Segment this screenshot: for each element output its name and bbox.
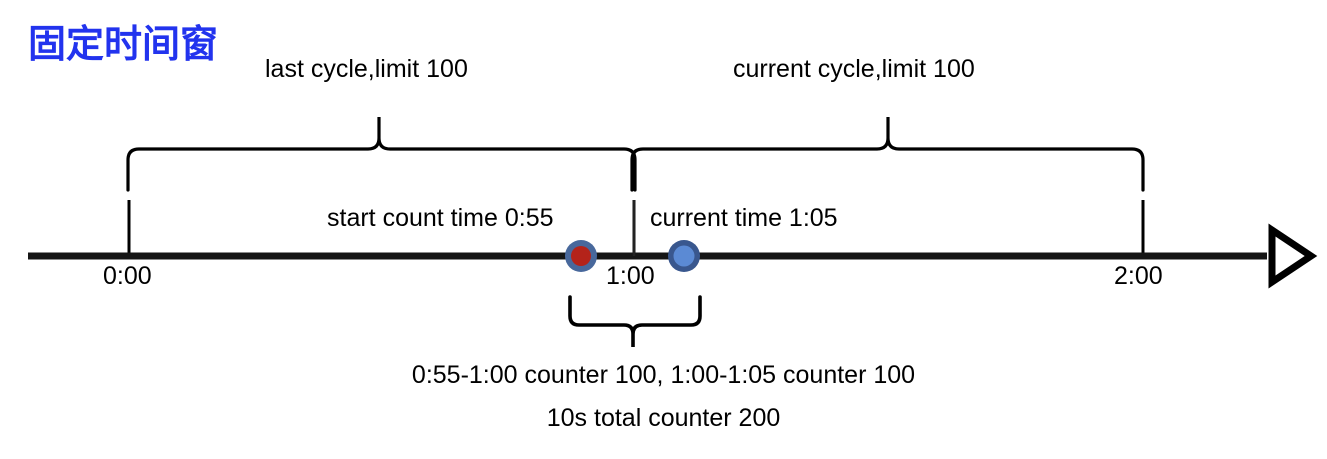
window-bracket xyxy=(568,295,702,347)
current-time-label: current time 1:05 xyxy=(650,204,838,232)
current-cycle-brace xyxy=(630,117,1145,192)
current-cycle-label: current cycle,limit 100 xyxy=(733,55,975,83)
last-cycle-label: last cycle,limit 100 xyxy=(265,55,468,83)
start-count-marker[interactable] xyxy=(565,240,597,272)
tick-label-1-00: 1:00 xyxy=(606,262,655,290)
counter-total-label: 10s total counter 200 xyxy=(546,404,781,432)
tick-label-2-00: 2:00 xyxy=(1114,262,1163,290)
current-time-marker[interactable] xyxy=(668,240,700,272)
start-count-time-label: start count time 0:55 xyxy=(327,204,554,232)
counter-detail-label: 0:55-1:00 counter 100, 1:00-1:05 counter… xyxy=(411,361,916,389)
right-arrow-head xyxy=(1268,223,1318,289)
page-title: 固定时间窗 xyxy=(28,24,219,66)
last-cycle-brace xyxy=(126,117,637,192)
tick-label-0-00: 0:00 xyxy=(103,262,152,290)
